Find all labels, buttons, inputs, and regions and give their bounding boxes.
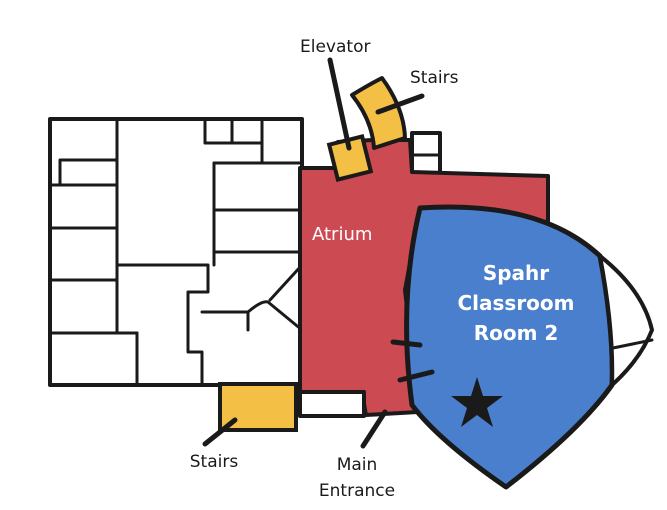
elevator-leader <box>327 57 352 151</box>
stairs-bottom-label: Stairs <box>190 452 239 472</box>
entrance-label-line2: Entrance <box>319 481 395 501</box>
classroom-area <box>404 204 615 490</box>
stairs-top-label: Stairs <box>410 68 459 88</box>
entrance-label-line1: Main <box>337 455 378 475</box>
classroom-label-line1: Spahr <box>483 261 549 285</box>
entrance-leader <box>360 409 388 449</box>
classroom-annex <box>598 254 654 387</box>
left-wing-rooms <box>48 117 304 387</box>
atrium-label: Atrium <box>312 224 372 245</box>
elevator-label: Elevator <box>300 37 370 57</box>
classroom-label-line3: Room 2 <box>474 321 559 345</box>
lower-room <box>298 390 366 418</box>
door-marker <box>390 339 423 348</box>
stairs-top-leader <box>375 93 425 115</box>
star-icon <box>451 377 503 427</box>
classroom-label-line2: Classroom <box>457 291 574 315</box>
door-marker <box>397 369 435 383</box>
stairs-bottom-leader <box>202 417 238 447</box>
